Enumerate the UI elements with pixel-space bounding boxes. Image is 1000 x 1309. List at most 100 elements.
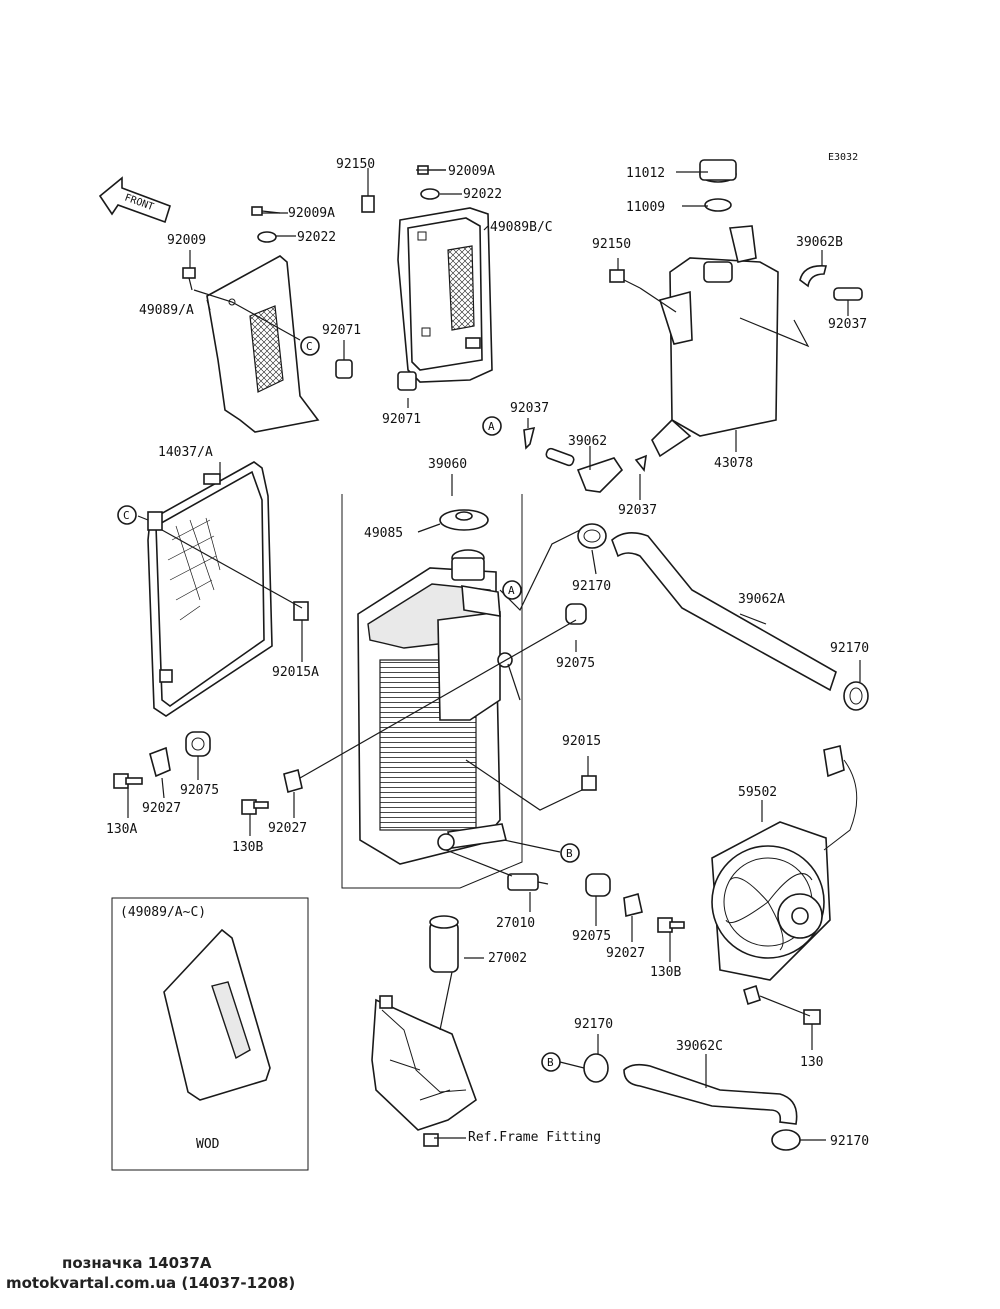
reserve-tank-43078 bbox=[651, 225, 779, 458]
inset-caption: WOD bbox=[196, 1137, 220, 1152]
radiator-39060 bbox=[357, 549, 513, 865]
clip-92015 bbox=[581, 775, 597, 791]
frame-bracket bbox=[371, 995, 477, 1147]
label-11012: 11012 bbox=[626, 166, 665, 181]
label-92150-top: 92150 bbox=[336, 157, 375, 172]
svg-text:C: C bbox=[306, 340, 313, 353]
svg-text:A: A bbox=[508, 584, 515, 597]
label-92022-top: 92022 bbox=[463, 187, 502, 202]
label-92022-left: 92022 bbox=[297, 230, 336, 245]
radiator-guard-14037a bbox=[147, 461, 273, 717]
bolt-130 bbox=[803, 1009, 821, 1025]
label-92009a-top: 92009A bbox=[448, 164, 495, 179]
label-92009a-left: 92009A bbox=[288, 206, 335, 221]
leader-lines bbox=[127, 168, 861, 1141]
svg-text:B: B bbox=[547, 1056, 554, 1069]
front-arrow-icon: FRONT bbox=[98, 176, 171, 224]
label-92170-top: 92170 bbox=[572, 579, 611, 594]
label-49085: 49085 bbox=[364, 526, 403, 541]
label-14037a: 14037/A bbox=[158, 445, 213, 460]
label-27010: 27010 bbox=[496, 916, 535, 931]
footer-part-code: позначка 14037A bbox=[62, 1254, 212, 1272]
ref-frame-note: Ref.Frame Fitting bbox=[468, 1130, 601, 1145]
callout-c-left-shroud: C bbox=[300, 336, 320, 356]
gasket-11009 bbox=[704, 198, 732, 212]
label-92027-mid: 92027 bbox=[268, 821, 307, 836]
bolt-92150-tank bbox=[609, 269, 641, 289]
bolt-130a bbox=[113, 773, 143, 789]
radiator-cap-49085 bbox=[439, 509, 489, 531]
hose-39062 bbox=[576, 457, 624, 493]
label-92027-left: 92027 bbox=[142, 801, 181, 816]
clip-92015a bbox=[293, 601, 309, 621]
hose-39062-short bbox=[545, 447, 575, 467]
grommet-92075-left bbox=[185, 731, 211, 757]
callout-a-hose: A bbox=[482, 416, 502, 436]
hose-39062b bbox=[799, 264, 828, 288]
clamp-92170-low bbox=[583, 1053, 609, 1083]
label-59502: 59502 bbox=[738, 785, 777, 800]
clip-92037-mid bbox=[523, 426, 536, 450]
grommet-92071-left bbox=[335, 359, 353, 379]
clamp-92170-right bbox=[843, 681, 869, 711]
label-130b-left: 130B bbox=[232, 840, 263, 855]
label-92037-right: 92037 bbox=[828, 317, 867, 332]
footer-site[interactable]: motokvartal.com.ua (14037-1208) bbox=[6, 1274, 296, 1292]
label-92150-tank: 92150 bbox=[592, 237, 631, 252]
fan-switch-27010 bbox=[507, 873, 549, 891]
label-92071-left: 92071 bbox=[322, 323, 361, 338]
label-92170-low: 92170 bbox=[574, 1017, 613, 1032]
hose-39062a bbox=[611, 532, 837, 692]
label-92015a: 92015A bbox=[272, 665, 319, 680]
label-92015: 92015 bbox=[562, 734, 601, 749]
collar-92027-low bbox=[623, 892, 643, 917]
label-49089a: 49089/A bbox=[139, 303, 194, 318]
washer-92022-top bbox=[420, 188, 440, 200]
left-shroud-49089a bbox=[206, 255, 320, 433]
clamp-92170-top bbox=[577, 523, 607, 549]
callout-c-guard: C bbox=[117, 505, 137, 525]
bolt-130b-low bbox=[657, 917, 685, 933]
hose-39062c bbox=[623, 1063, 798, 1125]
label-39060: 39060 bbox=[428, 457, 467, 472]
diagram-code: E3032 bbox=[828, 152, 858, 163]
label-92075-mid: 92075 bbox=[556, 656, 595, 671]
svg-text:C: C bbox=[123, 509, 130, 522]
label-27002: 27002 bbox=[488, 951, 527, 966]
callout-b-hose: B bbox=[541, 1052, 561, 1072]
label-130: 130 bbox=[800, 1055, 823, 1070]
label-39062b: 39062B bbox=[796, 235, 843, 250]
right-shroud-49089bc bbox=[397, 207, 493, 383]
part-labels: 92150 92009A 92022 92009A 92022 92009 49… bbox=[106, 157, 869, 1149]
label-92009: 92009 bbox=[167, 233, 206, 248]
clip-92037-right bbox=[833, 287, 863, 301]
washer-92022-left bbox=[257, 231, 277, 243]
label-92075-low: 92075 bbox=[572, 929, 611, 944]
label-49089bc: 49089B/C bbox=[490, 220, 553, 235]
label-92071-mid: 92071 bbox=[382, 412, 421, 427]
grommet-92071-mid bbox=[397, 371, 417, 391]
bolt-92009 bbox=[182, 267, 196, 291]
bolt-130b-left bbox=[241, 799, 269, 815]
label-92037-low: 92037 bbox=[618, 503, 657, 518]
cap-11012 bbox=[699, 159, 737, 183]
sensor-27002 bbox=[429, 915, 459, 973]
bolt-92009a-left bbox=[251, 206, 281, 216]
label-92170-right: 92170 bbox=[830, 641, 869, 656]
label-39062a: 39062A bbox=[738, 592, 785, 607]
label-39062c: 39062C bbox=[676, 1039, 723, 1054]
label-43078: 43078 bbox=[714, 456, 753, 471]
fan-assembly-59502 bbox=[711, 745, 858, 1006]
clamp-92170-bottom bbox=[771, 1129, 801, 1151]
inset-title: (49089/A~C) bbox=[120, 905, 206, 920]
label-92170-bottom: 92170 bbox=[830, 1134, 869, 1149]
label-92075-left: 92075 bbox=[180, 783, 219, 798]
label-92027-low: 92027 bbox=[606, 946, 645, 961]
label-39062: 39062 bbox=[568, 434, 607, 449]
grommet-92075-low bbox=[585, 873, 611, 897]
label-130b-low: 130B bbox=[650, 965, 681, 980]
collar-92027-mid bbox=[283, 768, 303, 794]
grommet-92075-mid bbox=[565, 603, 587, 625]
